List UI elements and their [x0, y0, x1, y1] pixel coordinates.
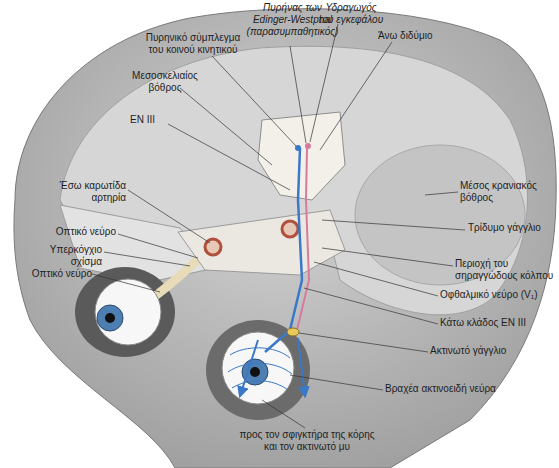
orbit-left — [75, 267, 175, 357]
skull-outline — [14, 9, 556, 468]
leader-line — [168, 124, 290, 190]
part-label: Οπτικό νεύρο — [40, 226, 116, 238]
pupil — [250, 367, 260, 377]
leader-line — [290, 375, 383, 390]
iris — [97, 305, 123, 331]
leader-line — [314, 262, 438, 296]
part-label: Υδραγωγός του εγκεφάλου — [318, 2, 384, 26]
blue-arrow — [240, 340, 258, 396]
leader-line — [212, 56, 296, 146]
eyeball — [95, 279, 161, 345]
leader-line — [299, 333, 428, 352]
leader-line — [310, 24, 338, 142]
part-label: Πυρηνικό σύμπλεγμα του κοινού κινητικού — [138, 32, 248, 56]
part-label: Οφθαλμικό νεύρο (V₁) — [440, 289, 558, 301]
leader-line — [425, 192, 458, 195]
pupil — [105, 313, 115, 323]
part-label: Ακτινωτό γάγγλιο — [430, 345, 540, 357]
part-label: Κάτω κλάδος ΕΝ III — [440, 317, 558, 329]
carotid-artery — [282, 221, 298, 237]
part-label: Βραχέα ακτινοειδή νεύρα — [385, 383, 525, 395]
sphenoid-body — [178, 210, 345, 275]
part-label: Άνω διδύμιο — [378, 30, 458, 42]
blue-arrow — [298, 338, 305, 396]
part-label: ΕΝ III — [130, 114, 180, 126]
part-label: Μεσοσκελιαίος βόθρος — [120, 70, 210, 94]
part-label: Περιοχή του σηραγγώδους κόλπου — [455, 258, 555, 282]
leader-line — [92, 274, 160, 292]
leader-line — [180, 88, 272, 165]
leader-line — [262, 400, 305, 428]
leader-line — [290, 46, 306, 143]
part-label: Οπτικό νεύρο — [20, 268, 92, 280]
leader-line — [104, 252, 190, 266]
ciliary-ganglion — [287, 328, 299, 336]
leader-line — [304, 288, 438, 324]
leader-lines — [92, 24, 465, 428]
eyeball — [222, 332, 294, 404]
midbrain-section — [258, 112, 345, 200]
nucleus-dot — [305, 143, 311, 149]
leader-line — [322, 220, 465, 230]
part-label: προς τον σφιγκτήρα της κόρης και τον ακτ… — [232, 429, 382, 453]
leader-line — [128, 190, 210, 243]
leader-line — [320, 42, 392, 150]
leader-line — [118, 234, 198, 258]
short-ciliary-nerves — [228, 348, 292, 390]
part-label: Τρίδυμο γάγγλιο — [468, 222, 554, 234]
part-label: Μέσος κρανιακός βόθρος — [460, 180, 550, 204]
part-label: Έσω καρωτίδα αρτηρία — [40, 180, 126, 204]
leader-line — [322, 248, 453, 266]
oculomotor-nerve — [265, 148, 302, 352]
part-label: Υπερκόγχιο σχίσμα — [40, 244, 102, 268]
orbit-bottom — [206, 320, 310, 420]
parasympathetic-fibers — [297, 148, 309, 330]
